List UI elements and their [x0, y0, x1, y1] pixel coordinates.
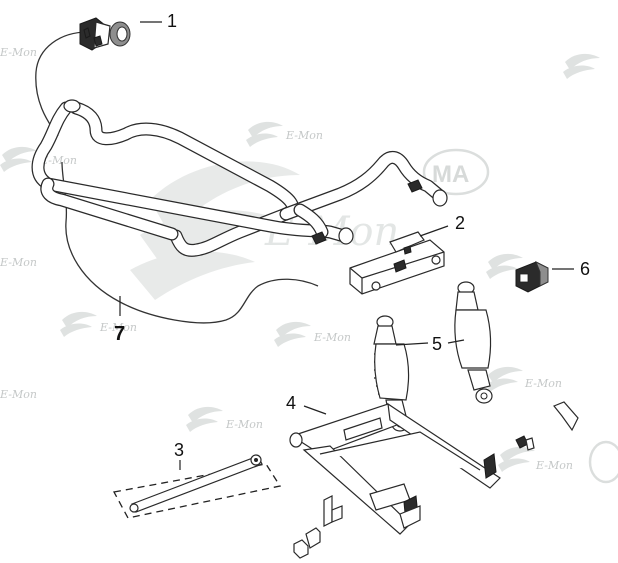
watermark-logo-icon: MA: [422, 148, 490, 196]
watermark-text: E-Mon: [225, 418, 263, 431]
watermark-small-leaf-icon: [274, 321, 311, 347]
watermark-text: E-Mon: [39, 154, 77, 167]
callout-6: 6: [580, 259, 590, 279]
watermark-logo-icon: [588, 440, 618, 484]
part-6-connector: [515, 260, 549, 293]
part-4-swing-arm: [289, 402, 501, 535]
part-3-axle: [113, 454, 282, 519]
callout-7: 7: [114, 323, 125, 345]
leader-line-4: [303, 405, 327, 415]
leader-line-2: [419, 225, 449, 237]
callout-2: 2: [455, 213, 465, 233]
handlebar-frame: [31, 99, 448, 257]
callout-labels: 1 2 3 4 5 6 7: [114, 11, 590, 460]
small-brackets: [293, 401, 579, 559]
watermark-logo-text: MA: [432, 161, 469, 188]
watermark-text: E-Mon: [0, 46, 37, 59]
part-1-switch-unit: [79, 17, 131, 51]
watermark-small-leaf-icon: [60, 311, 97, 337]
watermark-text: E-Mon: [0, 388, 37, 401]
watermark-text: E-Mon: [0, 256, 37, 269]
watermark-small-leaf-icon: [486, 366, 523, 392]
part-5-shock-absorbers: [373, 281, 493, 432]
watermark-text: E-Mon: [285, 129, 323, 142]
watermark-layer: E-Mon E-Mon E-Mon E-Mon E-Mon E-Mon: [0, 46, 618, 484]
watermark-text: E-Mon: [313, 331, 351, 344]
watermark-small-leaf-icon: [563, 53, 600, 79]
watermark-small-leaf-icon: [246, 121, 283, 147]
shock-absorber-right: [454, 281, 493, 404]
watermark-small-leaf-icon: [498, 446, 535, 472]
leader-line-5a: [395, 342, 429, 346]
part-2-bracket: [349, 231, 445, 295]
watermark-small-leaf-icon: [0, 146, 37, 172]
watermark-text: E-Mon: [535, 459, 573, 472]
leader-lines: [119, 21, 574, 470]
callout-4: 4: [286, 393, 296, 413]
watermark-small-leaf-icon: [486, 253, 523, 279]
watermark-text: E-Mon: [99, 321, 137, 334]
watermark-small-leaf-icon: [186, 406, 223, 432]
callout-5: 5: [432, 334, 442, 354]
leader-line-5b: [447, 339, 465, 344]
watermark-text: E-Mon: [524, 377, 562, 390]
callout-1: 1: [167, 11, 177, 31]
part-7-cable: [35, 31, 319, 324]
callout-3: 3: [174, 440, 184, 460]
